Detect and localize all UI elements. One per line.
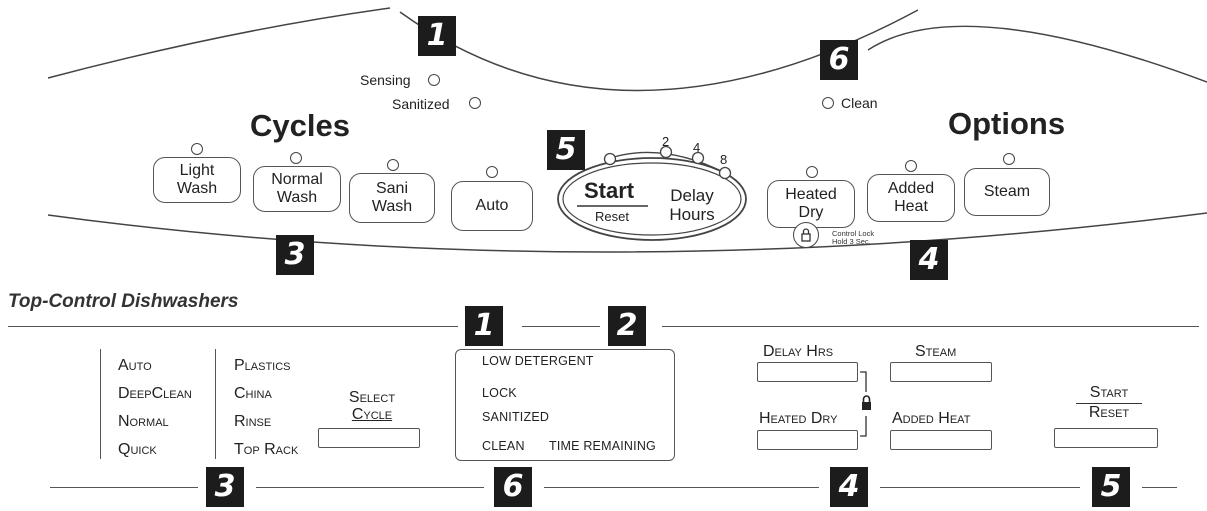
display-sanitized: SANITIZED (482, 410, 550, 424)
bottom-rule (880, 487, 1080, 488)
bottom-rule (1142, 487, 1177, 488)
delay-hrs-button[interactable] (757, 362, 858, 382)
heated-dry-led (806, 166, 818, 178)
badge-4: 4 (910, 240, 948, 280)
badge-1: 1 (418, 16, 456, 56)
cycle-normal: Normal (118, 413, 169, 430)
badge-3: 3 (276, 235, 314, 275)
options-heading: Options (948, 106, 1066, 141)
clean-label: Clean (841, 95, 878, 111)
lower-badge-5: 5 (1092, 467, 1130, 507)
added-heat-label: Added Heat (892, 410, 971, 427)
steam-button-lower[interactable] (890, 362, 992, 382)
cycle-list-left: Auto DeepClean Normal Quick (118, 352, 192, 464)
badge-5: 5 (547, 130, 585, 170)
cycle-quick: Quick (118, 441, 157, 458)
bottom-rule (256, 487, 484, 488)
select-cycle-label: Select Cycle (348, 389, 396, 423)
control-lock-icon (793, 222, 819, 248)
cycle-auto: Auto (118, 357, 152, 374)
lower-badge-4: 4 (830, 467, 868, 507)
badge-6: 6 (820, 40, 858, 80)
heated-dry-button-lower[interactable] (757, 430, 858, 450)
panel-title: Top-Control Dishwashers (8, 291, 239, 312)
steam-label: Steam (915, 343, 957, 360)
heated-dry-label: Heated Dry (759, 410, 838, 427)
bottom-rule (50, 487, 198, 488)
cycle-deepclean: DeepClean (118, 385, 192, 402)
clean-led (822, 97, 834, 109)
delay-4-label: 4 (693, 140, 701, 155)
added-heat-led (905, 160, 917, 172)
sanitized-label: Sanitized (392, 96, 450, 112)
normal-wash-led (290, 152, 302, 164)
light-wash-led (191, 143, 203, 155)
cycle-list-divider (100, 349, 101, 459)
reset-label[interactable]: Reset (595, 209, 629, 224)
lower-badge-1: 1 (465, 306, 503, 346)
display-low-detergent: LOW DETERGENT (482, 354, 594, 368)
cycle-china: China (234, 385, 272, 402)
start-reset-button[interactable] (1054, 428, 1158, 448)
bottom-rule (544, 487, 819, 488)
cycle-rinse: Rinse (234, 413, 272, 430)
lower-badge-2: 2 (608, 306, 646, 346)
select-cycle-button[interactable] (318, 428, 420, 448)
delay-2-label: 2 (662, 134, 670, 149)
status-display (455, 349, 675, 461)
cycle-list-right: Plastics China Rinse Top Rack (234, 352, 298, 464)
start-label[interactable]: Start (584, 178, 635, 203)
sensing-led (428, 74, 440, 86)
steam-led (1003, 153, 1015, 165)
cycles-heading: Cycles (250, 108, 350, 143)
display-clean: CLEAN (482, 439, 525, 453)
upper-panel-outline (47, 7, 1207, 253)
lower-badge-3: 3 (206, 467, 244, 507)
top-rule (662, 326, 1199, 327)
sanitized-led (469, 97, 481, 109)
steam-button[interactable]: Steam (964, 168, 1050, 216)
auto-button[interactable]: Auto (451, 181, 533, 231)
lock-bracket-icon (860, 371, 871, 437)
sensing-label: Sensing (360, 72, 411, 88)
delay-8-label: 8 (720, 152, 728, 167)
auto-led (486, 166, 498, 178)
display-lock: LOCK (482, 386, 517, 400)
added-heat-button-lower[interactable] (890, 430, 992, 450)
delay-hrs-label: Delay Hrs (763, 343, 834, 360)
top-rule (8, 326, 458, 327)
sani-wash-led (387, 159, 399, 171)
display-time-remaining: TIME REMAINING (549, 439, 656, 453)
start-reset-label: Start Reset (1076, 384, 1142, 422)
cycle-plastics: Plastics (234, 357, 291, 374)
lower-badge-6: 6 (494, 467, 532, 507)
cycle-top-rack: Top Rack (234, 441, 299, 458)
cycle-list-divider (215, 349, 216, 459)
top-rule (522, 326, 600, 327)
